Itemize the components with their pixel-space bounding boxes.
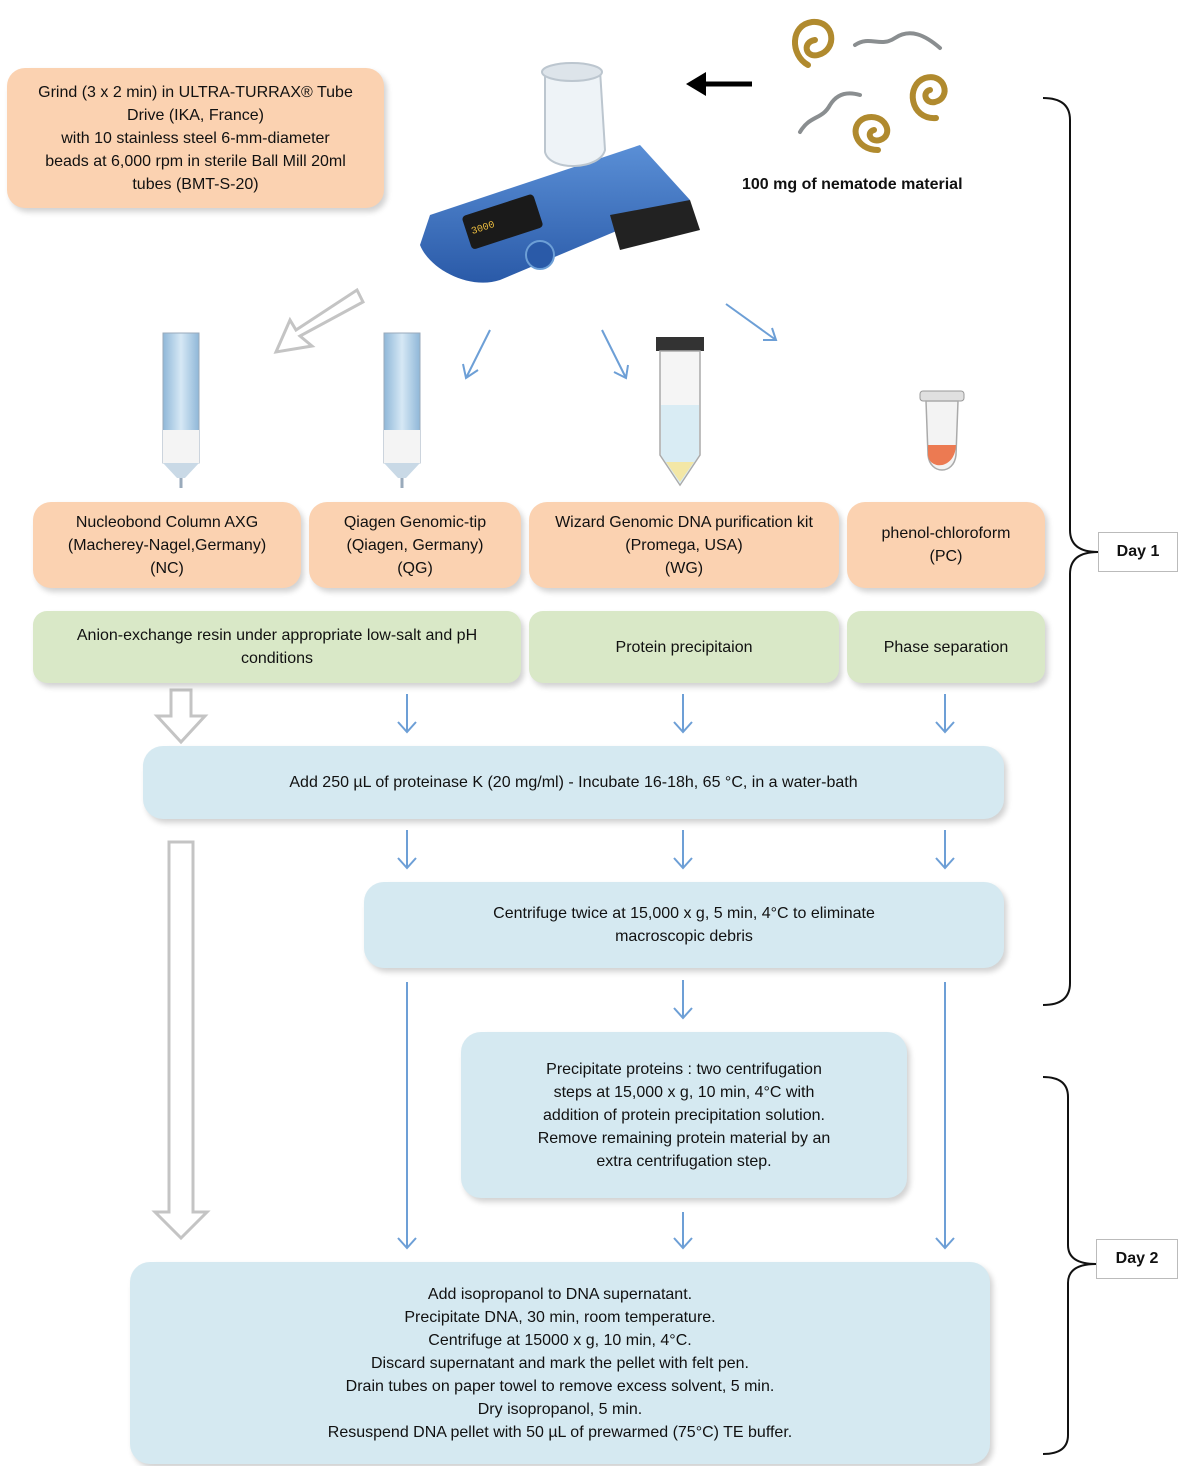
centrifuge-step-box: Centrifuge twice at 15,000 x g, 5 min, 4… xyxy=(364,882,1004,968)
precipitate-proteins-step-box: Precipitate proteins : two centrifugatio… xyxy=(461,1032,907,1198)
falcon-tube-illustration xyxy=(656,337,704,487)
day1-bracket xyxy=(1042,97,1099,1006)
nucleobond-column-illustration xyxy=(162,332,200,488)
day2-label: Day 2 xyxy=(1096,1239,1178,1279)
isopropanol-step-box: Add isopropanol to DNA supernatant. Prec… xyxy=(130,1262,990,1464)
eppendorf-tube-illustration xyxy=(919,390,965,471)
proteinase-step-box: Add 250 µL of proteinase K (20 mg/ml) - … xyxy=(143,746,1004,819)
method-box-qiagen: Qiagen Genomic-tip (Qiagen, Germany) (QG… xyxy=(309,502,521,588)
method-box-phenol-chloroform: phenol-chloroform (PC) xyxy=(847,502,1045,588)
day2-bracket xyxy=(1042,1076,1097,1455)
qiagen-column-illustration xyxy=(383,332,421,488)
blue-arrows xyxy=(397,303,955,1250)
grind-instructions-box: Grind (3 x 2 min) in ULTRA-TURRAX® Tube … xyxy=(7,68,384,208)
nematode-illustration xyxy=(792,19,948,153)
gray-arrows-nc-path xyxy=(151,287,365,1241)
day1-label: Day 1 xyxy=(1098,532,1178,572)
grinder-device-illustration: 3000 xyxy=(420,62,700,283)
source-arrow xyxy=(686,72,752,96)
principle-box-anion-exchange: Anion-exchange resin under appropriate l… xyxy=(33,611,521,683)
method-box-wizard: Wizard Genomic DNA purification kit (Pro… xyxy=(529,502,839,588)
nematode-material-label: 100 mg of nematode material xyxy=(742,176,963,193)
principle-box-protein-precipitation: Protein precipitaion xyxy=(529,611,839,683)
method-box-nucleobond: Nucleobond Column AXG (Macherey-Nagel,Ge… xyxy=(33,502,301,588)
principle-box-phase-separation: Phase separation xyxy=(847,611,1045,683)
